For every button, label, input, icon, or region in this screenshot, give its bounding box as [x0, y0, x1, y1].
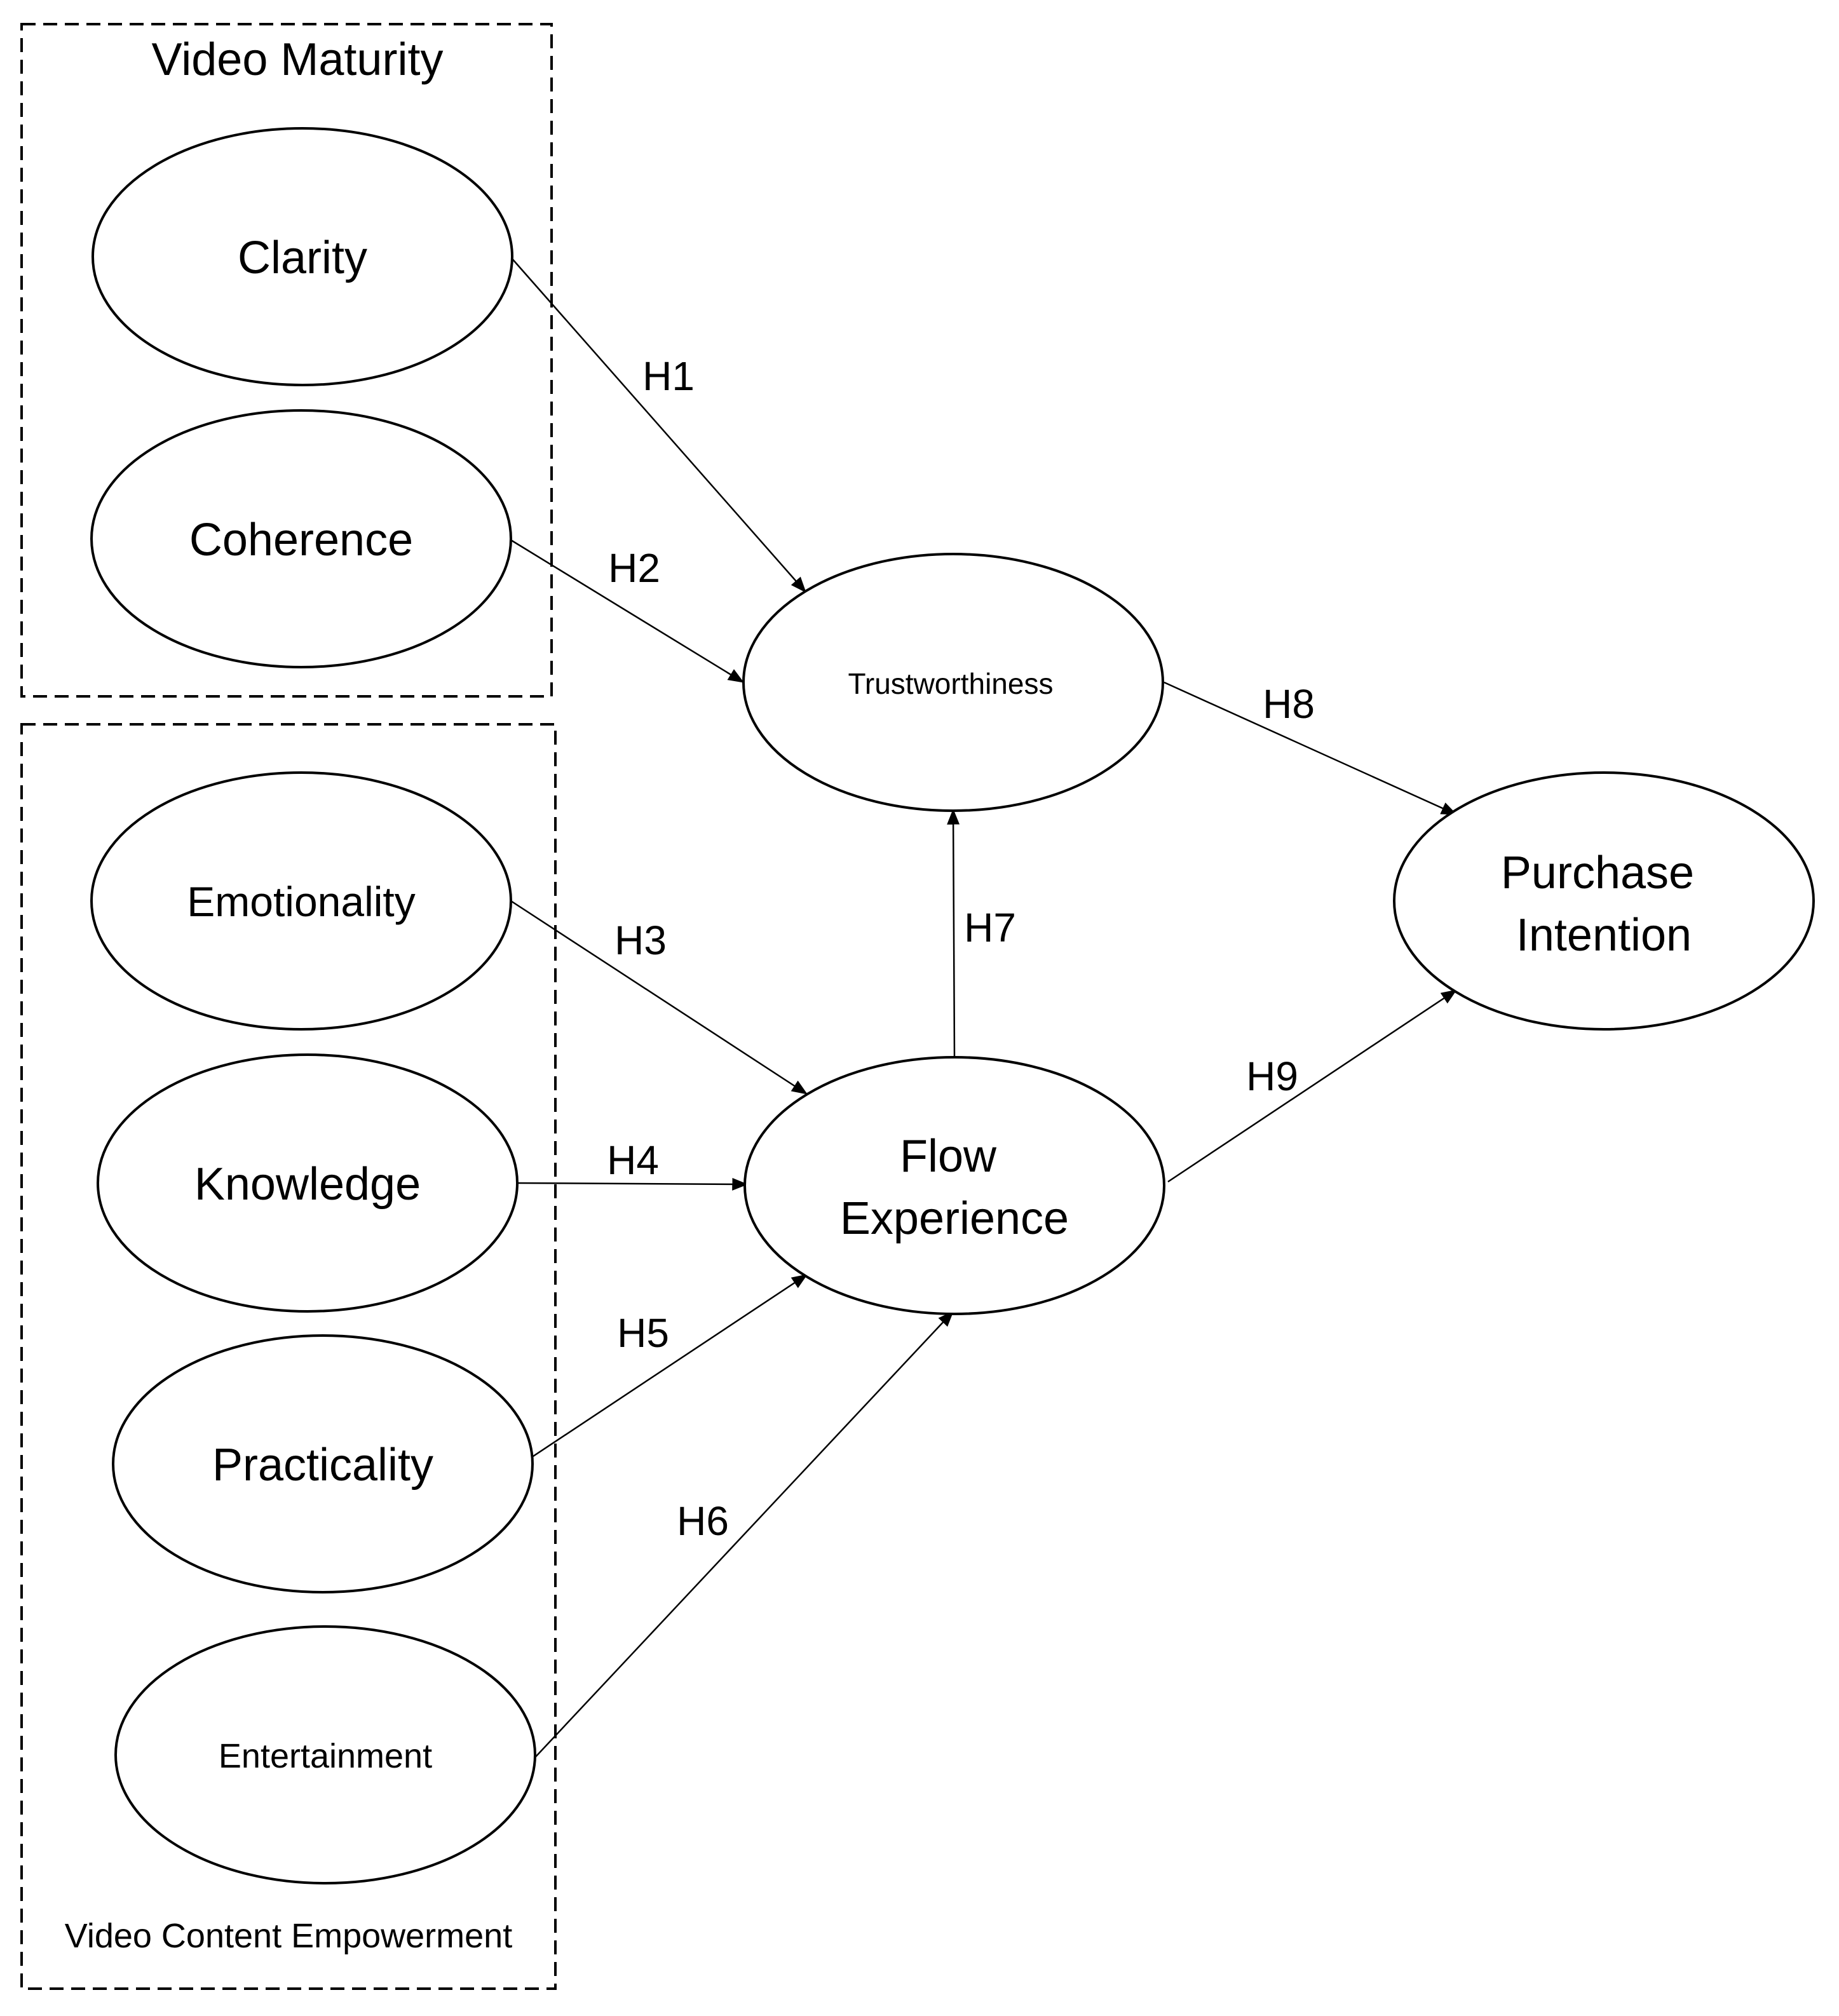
- edge-h9: [1167, 989, 1458, 1183]
- node-trustworthiness-label: Trustworthiness: [848, 667, 1054, 700]
- edge-label-h8: H8: [1263, 681, 1315, 727]
- node-purchase-intention-label: Purchase Intention: [1501, 848, 1707, 961]
- group-video-content-empowerment-box: [20, 723, 557, 1990]
- edge-label-h6: H6: [677, 1498, 729, 1544]
- node-flow-experience-label: Flow Experience: [840, 1131, 1069, 1244]
- edge-labels: H1 H2 H3 H4 H5 H6 H7 H8 H9: [607, 353, 1315, 1544]
- node-practicality: Practicality: [112, 1334, 534, 1593]
- edge-label-h5: H5: [617, 1310, 669, 1356]
- node-trustworthiness-shape: [742, 553, 1164, 812]
- node-coherence-shape: [90, 409, 512, 668]
- edge-label-h7: H7: [964, 905, 1016, 950]
- edge-h7: [947, 808, 960, 1058]
- edge-h2: [510, 539, 745, 684]
- node-flow-experience-label-line1: Flow: [900, 1131, 997, 1182]
- group-video-maturity: Video Maturity: [20, 23, 553, 698]
- node-purchase-intention-label-line1: Purchase: [1501, 848, 1694, 898]
- node-flow-experience-label-line2: Experience: [840, 1193, 1069, 1244]
- node-knowledge-label: Knowledge: [194, 1159, 421, 1210]
- node-clarity-shape: [92, 127, 513, 386]
- edge-label-h2: H2: [608, 545, 660, 591]
- node-entertainment-shape: [114, 1625, 536, 1884]
- node-coherence-label: Coherence: [189, 515, 413, 565]
- edge-h3: [510, 900, 808, 1095]
- edge-label-h9: H9: [1246, 1053, 1298, 1099]
- node-knowledge: Knowledge: [97, 1053, 519, 1313]
- edge-label-h3: H3: [614, 917, 667, 963]
- node-emotionality: Emotionality: [90, 771, 512, 1031]
- edge-h8: [1164, 681, 1458, 816]
- node-coherence: Coherence: [90, 409, 512, 668]
- group-video-content-empowerment-title: Video Content Empowerment: [65, 1917, 512, 1955]
- node-practicality-shape: [112, 1334, 534, 1593]
- node-clarity-label: Clarity: [238, 233, 367, 283]
- edge-h6: [534, 1311, 954, 1758]
- node-purchase-intention: Purchase Intention: [1393, 771, 1815, 1031]
- edge-label-h4: H4: [607, 1137, 659, 1183]
- node-emotionality-shape: [90, 771, 512, 1031]
- group-video-maturity-box: [20, 23, 553, 698]
- edge-h1: [510, 257, 806, 593]
- edge-label-h1: H1: [642, 353, 695, 399]
- node-purchase-intention-label-line2: Intention: [1516, 910, 1692, 961]
- edges: [510, 257, 1458, 1758]
- node-flow-experience-shape: [743, 1056, 1165, 1315]
- node-knowledge-shape: [97, 1053, 519, 1313]
- node-entertainment-label: Entertainment: [219, 1737, 432, 1775]
- node-flow-experience: Flow Experience: [743, 1056, 1165, 1315]
- node-practicality-label: Practicality: [212, 1440, 433, 1491]
- node-entertainment: Entertainment: [114, 1625, 536, 1884]
- group-video-maturity-title: Video Maturity: [152, 34, 444, 85]
- edge-h5: [531, 1273, 808, 1459]
- node-purchase-intention-shape: [1393, 771, 1815, 1031]
- node-emotionality-label: Emotionality: [187, 878, 416, 925]
- edge-h4: [515, 1177, 749, 1191]
- node-trustworthiness: Trustworthiness: [742, 553, 1164, 812]
- group-video-content-empowerment: Video Content Empowerment: [20, 723, 557, 1990]
- node-clarity: Clarity: [92, 127, 513, 386]
